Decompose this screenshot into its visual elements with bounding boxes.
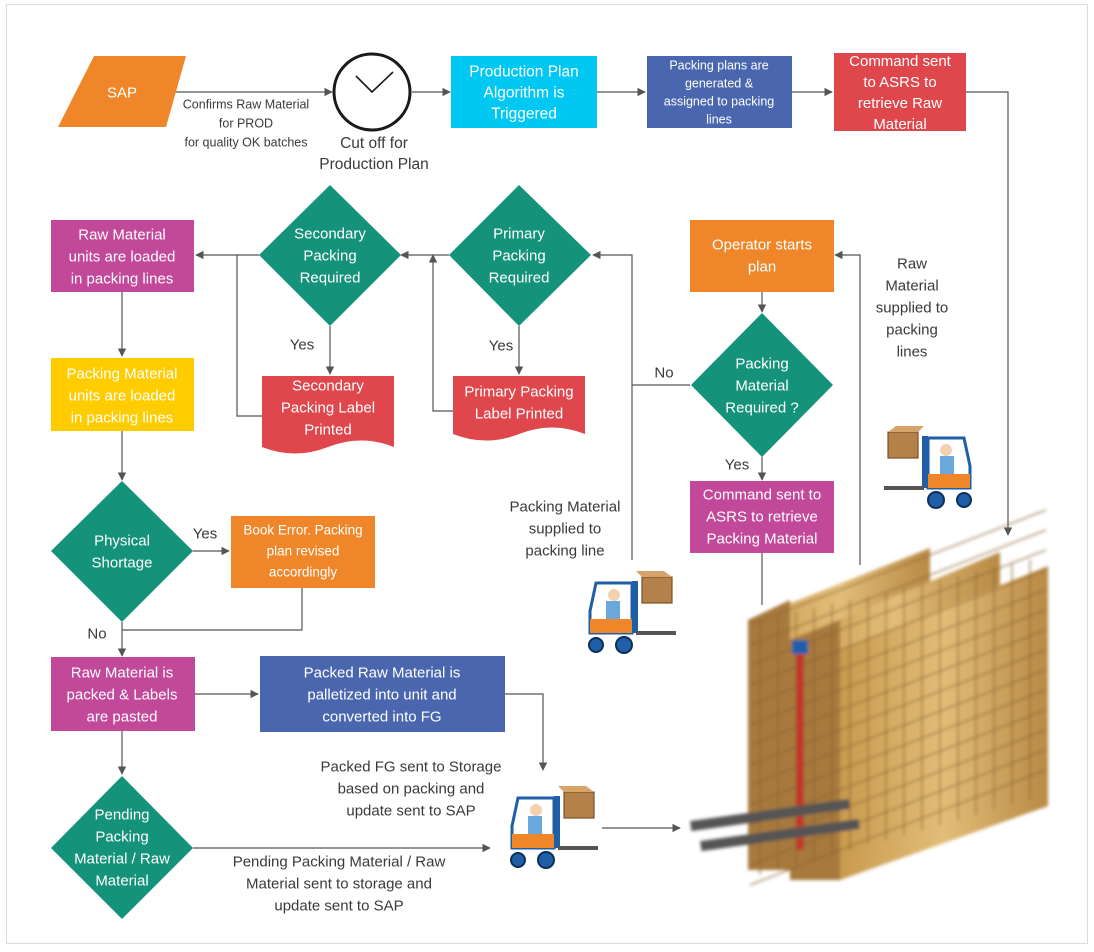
pending-node bbox=[51, 776, 193, 919]
rack-shelf-line bbox=[749, 769, 1047, 886]
operator-node bbox=[690, 220, 834, 292]
rack-shelf-line bbox=[749, 509, 1047, 626]
command-raw-node bbox=[834, 53, 966, 131]
packing-mat-loaded-node bbox=[51, 358, 194, 431]
palletized-node bbox=[260, 656, 505, 732]
asrs-warehouse-image bbox=[690, 509, 1048, 886]
edge-primlabel-loop bbox=[428, 254, 453, 412]
edge-palletized-to-forklift bbox=[505, 693, 548, 771]
edge-label-yes-shortage: Yes bbox=[193, 525, 217, 542]
edge-label-yes-packing: Yes bbox=[725, 456, 749, 473]
physical-shortage-node bbox=[51, 481, 193, 622]
sap-label: SAP bbox=[107, 84, 137, 101]
primary-label-node bbox=[453, 376, 585, 441]
packing-plans-node bbox=[647, 56, 792, 128]
primary-req-node bbox=[449, 185, 591, 326]
edge-label-yes-primary: Yes bbox=[489, 337, 513, 354]
diagram-frame bbox=[6, 4, 1088, 944]
edge-label-no-packing: No bbox=[654, 364, 673, 381]
edge-bookerror-back bbox=[122, 588, 303, 631]
raw-loaded-node bbox=[51, 220, 194, 292]
secondary-req-node bbox=[259, 185, 401, 326]
edge-rawsupplied-to-operator bbox=[834, 250, 861, 565]
sap-node bbox=[58, 56, 186, 127]
clock-icon bbox=[332, 52, 412, 132]
connectors bbox=[117, 87, 1013, 853]
command-pack-node bbox=[690, 481, 834, 553]
secondary-label-node bbox=[262, 376, 394, 454]
prod-plan-node bbox=[451, 56, 597, 128]
edge-label-no-shortage: No bbox=[87, 625, 106, 642]
forklift-icon bbox=[884, 426, 972, 509]
rack-shelf-line bbox=[749, 529, 1047, 646]
edge-packingreq-no bbox=[592, 250, 690, 386]
edge-seclabel-loop bbox=[236, 255, 262, 417]
raw-packed-node bbox=[51, 657, 195, 731]
shapes bbox=[51, 52, 966, 919]
book-error-node bbox=[231, 516, 375, 588]
forklift-icon bbox=[510, 786, 598, 869]
edge-label-yes-secondary: Yes bbox=[290, 336, 314, 353]
forklift-icon bbox=[588, 571, 676, 654]
packing-mat-req-node bbox=[691, 313, 833, 457]
edge-command-to-warehouse bbox=[966, 91, 1013, 536]
